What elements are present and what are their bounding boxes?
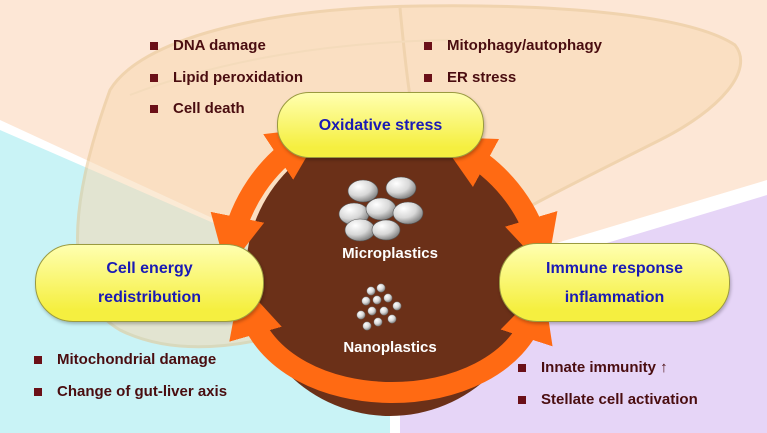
node-oxidative-stress-label: Oxidative stress <box>318 116 443 134</box>
node-immune-response-line2: inflammation <box>564 288 665 306</box>
bullet-square-icon <box>424 42 432 50</box>
list-bottom-left: Mitochondrial damage Change of gut-liver… <box>34 351 227 414</box>
node-immune-response: Immune response inflammation <box>499 243 730 322</box>
list-top-right: Mitophagy/autophagy ER stress <box>424 37 602 100</box>
bullet-square-icon <box>150 105 158 113</box>
bullet-square-icon <box>424 73 432 82</box>
node-cell-energy-line2: redistribution <box>97 289 202 306</box>
list-top-left: DNA damage Lipid peroxidation Cell death <box>150 37 303 132</box>
node-immune-response-line1: Immune response <box>546 259 683 277</box>
list-item: Stellate cell activation <box>518 391 698 423</box>
list-item: Change of gut-liver axis <box>34 383 227 415</box>
list-item: Mitophagy/autophagy <box>424 37 602 69</box>
list-item: Cell death <box>150 100 303 132</box>
list-item: Mitochondrial damage <box>34 351 227 383</box>
bullet-square-icon <box>34 387 42 396</box>
arrow-bottom <box>229 281 553 403</box>
list-item: DNA damage <box>150 37 303 69</box>
bullet-square-icon <box>34 356 42 364</box>
arrow-top-right <box>438 136 558 272</box>
node-cell-energy-line1: Cell energy <box>106 260 193 277</box>
node-oxidative-stress: Oxidative stress <box>277 92 484 158</box>
nanoplastics-icon <box>356 283 402 331</box>
node-cell-energy: Cell energy redistribution <box>35 244 264 322</box>
list-bottom-right: Innate immunity ↑ Stellate cell activati… <box>518 359 698 422</box>
bullet-square-icon <box>518 364 526 372</box>
microplastics-label: Microplastics <box>342 245 438 262</box>
list-item: Lipid peroxidation <box>150 69 303 101</box>
nanoplastics-label: Nanoplastics <box>343 339 437 356</box>
bullet-square-icon <box>150 73 158 82</box>
bullet-square-icon <box>518 395 526 404</box>
microplastics-icon <box>338 176 424 242</box>
list-item: ER stress <box>424 69 602 101</box>
bullet-square-icon <box>150 42 158 50</box>
list-item: Innate immunity ↑ <box>518 359 698 391</box>
